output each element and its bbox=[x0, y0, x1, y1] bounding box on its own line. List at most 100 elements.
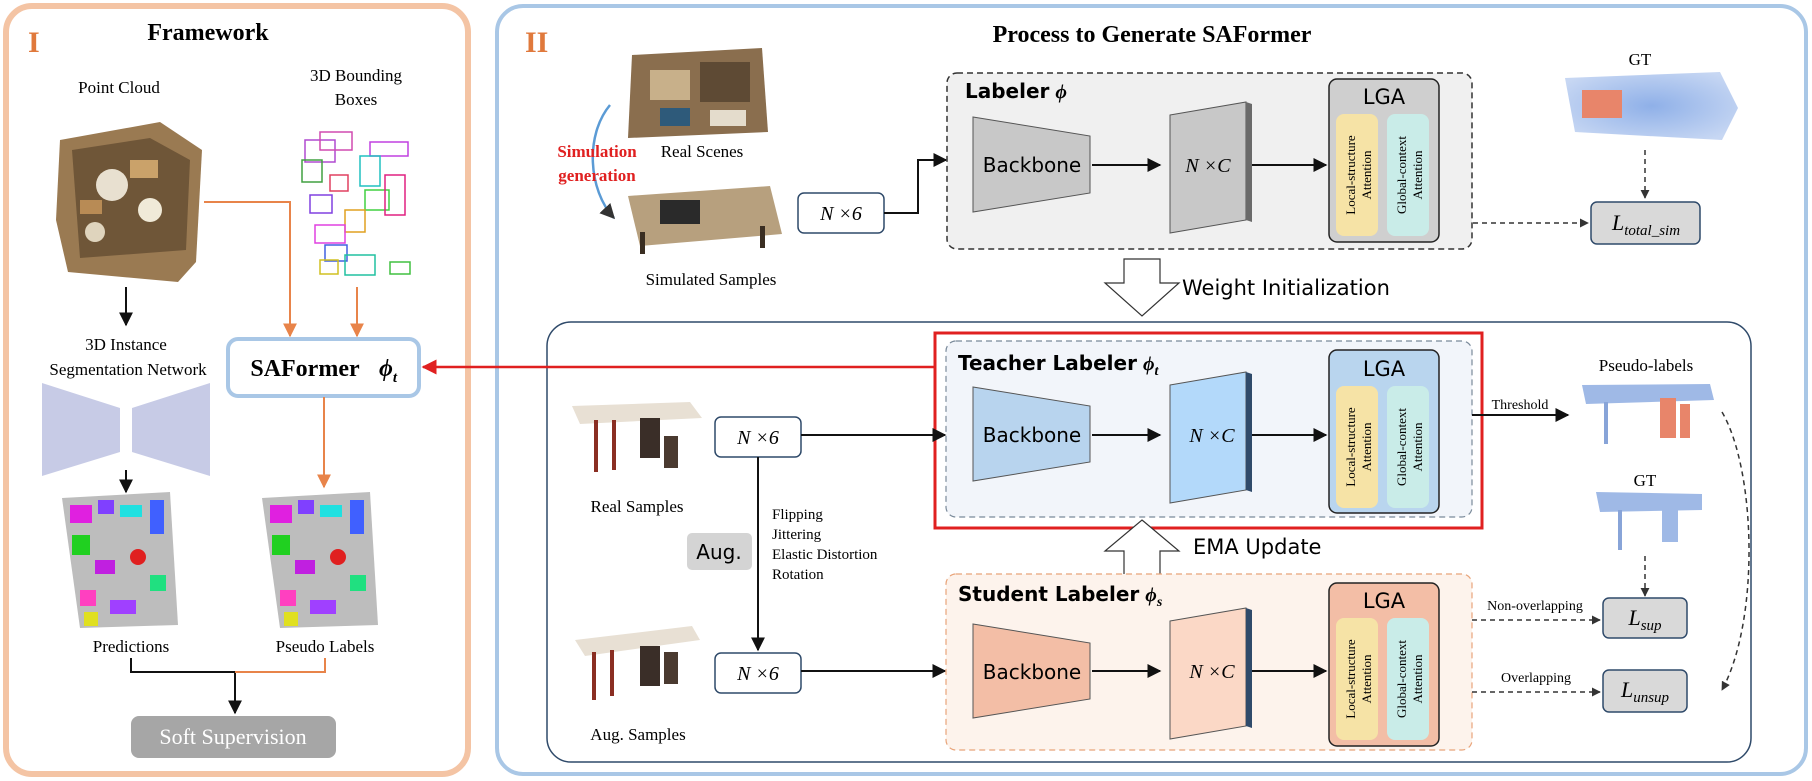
bounding-boxes-image bbox=[301, 131, 411, 276]
pseudo-labels-title: Pseudo-labels bbox=[1599, 356, 1693, 375]
point-cloud-image bbox=[56, 122, 202, 282]
student-nxc-edge bbox=[1246, 608, 1252, 728]
threshold-label: Threshold bbox=[1492, 398, 1549, 413]
loss-unsup-label: Lunsup bbox=[1620, 677, 1670, 706]
process-roman: II bbox=[525, 26, 548, 59]
aug-samples-image bbox=[575, 626, 700, 700]
aug-op-jittering: Jittering bbox=[772, 527, 822, 543]
real-samples-image bbox=[572, 402, 702, 472]
teacher-lga-label: LGA bbox=[1363, 357, 1406, 381]
nx6-label-teacher: N ×6 bbox=[736, 427, 779, 449]
weight-init-arrow bbox=[1103, 258, 1181, 317]
nx6-box-student bbox=[714, 652, 802, 694]
teacher-global-attn-box bbox=[1387, 386, 1429, 508]
ema-update-label: EMA Update bbox=[1193, 535, 1321, 559]
point-cloud-label: Point Cloud bbox=[78, 78, 160, 97]
labeler-local-attn-line1: Local-structure bbox=[1343, 135, 1358, 215]
teacher-nxc-edge bbox=[1246, 372, 1252, 492]
bbox-label-line1: 3D Bounding bbox=[310, 66, 403, 85]
student-backbone-label: Backbone bbox=[983, 660, 1081, 684]
aug-op-flipping: Flipping bbox=[772, 507, 823, 523]
gt-top-label: GT bbox=[1629, 50, 1652, 69]
weight-init-label: Weight Initialization bbox=[1182, 276, 1390, 300]
bbox-label-line2: Boxes bbox=[335, 90, 378, 109]
non-overlapping-label: Non-overlapping bbox=[1487, 599, 1583, 614]
nx6-label-student: N ×6 bbox=[736, 663, 779, 685]
aug-op-elastic: Elastic Distortion bbox=[772, 547, 878, 563]
segmentation-network-icon bbox=[42, 383, 210, 476]
teacher-local-attn-line2: Attention bbox=[1359, 422, 1374, 472]
labeler-global-attn-box bbox=[1387, 114, 1429, 236]
overlapping-label: Overlapping bbox=[1501, 671, 1571, 686]
soft-supervision-box bbox=[131, 716, 336, 758]
teacher-global-attn-line1: Global-context bbox=[1394, 408, 1409, 486]
student-lga-label: LGA bbox=[1363, 589, 1406, 613]
teacher-student-container bbox=[546, 321, 1752, 763]
saformer-symbol: ϕt bbox=[379, 356, 398, 386]
ema-update-arrow bbox=[1103, 519, 1181, 576]
process-panel: II Process to Generate SAFormer Real Sce… bbox=[421, 4, 1808, 776]
simulation-generation-line2: generation bbox=[558, 166, 636, 185]
simulation-generation-line1: Simulation bbox=[557, 142, 637, 161]
student-local-attn-box bbox=[1336, 618, 1378, 740]
soft-supervision-label: Soft Supervision bbox=[159, 724, 306, 749]
gt-mid-label: GT bbox=[1634, 471, 1657, 490]
loss-total-sim-box bbox=[1590, 201, 1701, 245]
teacher-local-attn-line1: Local-structure bbox=[1343, 407, 1358, 487]
real-scenes-image bbox=[628, 48, 768, 138]
loss-total-sim-label: Ltotal_sim bbox=[1611, 210, 1680, 239]
pseudo-labels-cloud-image bbox=[1582, 384, 1714, 444]
gt-mid-image bbox=[1596, 492, 1702, 550]
loss-unsup-box bbox=[1602, 669, 1688, 713]
pseudo-labels-image bbox=[262, 492, 378, 628]
aug-label: Aug. bbox=[696, 540, 741, 564]
student-local-attn-line2: Attention bbox=[1359, 654, 1374, 704]
framework-panel: I Framework Point Cloud 3D Bounding Boxe… bbox=[3, 3, 471, 777]
saformer-box: SAFormer ϕt bbox=[226, 337, 421, 398]
labeler-nxc-edge bbox=[1246, 102, 1252, 222]
network-label-line2: Segmentation Network bbox=[49, 360, 207, 379]
simulated-samples-image bbox=[628, 186, 782, 254]
aug-op-rotation: Rotation bbox=[772, 567, 824, 583]
real-scenes-label: Real Scenes bbox=[661, 142, 744, 161]
nx6-label-sim: N ×6 bbox=[819, 203, 862, 225]
labeler-global-attn-line1: Global-context bbox=[1394, 136, 1409, 214]
real-samples-label: Real Samples bbox=[590, 497, 683, 516]
student-local-attn-line1: Local-structure bbox=[1343, 639, 1358, 719]
teacher-nxc-label: N ×C bbox=[1188, 425, 1235, 447]
network-label-line1: 3D Instance bbox=[85, 335, 167, 354]
process-title: Process to Generate SAFormer bbox=[993, 22, 1312, 48]
arrow-pseudo-to-loss-unsup bbox=[1721, 411, 1750, 691]
framework-roman: I bbox=[28, 26, 40, 59]
labeler-local-attn-box bbox=[1336, 114, 1378, 236]
student-global-attn-box bbox=[1387, 618, 1429, 740]
predictions-image bbox=[62, 492, 178, 628]
teacher-backbone-label: Backbone bbox=[983, 423, 1081, 447]
loss-sup-box bbox=[1602, 597, 1688, 639]
pseudo-labels-label: Pseudo Labels bbox=[276, 637, 375, 656]
student-backbone-shape bbox=[972, 623, 1091, 719]
labeler-backbone-label: Backbone bbox=[983, 153, 1081, 177]
framework-title: Framework bbox=[147, 20, 269, 46]
simulated-samples-label: Simulated Samples bbox=[646, 270, 777, 289]
aug-box bbox=[687, 533, 752, 570]
arrow-pc-to-saformer bbox=[204, 201, 297, 338]
teacher-global-attn-line2: Attention bbox=[1410, 422, 1425, 472]
saformer-label: SAFormer bbox=[250, 356, 360, 382]
labeler-global-attn-line2: Attention bbox=[1410, 150, 1425, 200]
arrow-pseudo-to-soft bbox=[235, 658, 326, 673]
student-nxc-label: N ×C bbox=[1188, 661, 1235, 683]
predictions-label: Predictions bbox=[93, 637, 170, 656]
gt-top-image bbox=[1565, 72, 1738, 140]
aug-samples-label: Aug. Samples bbox=[590, 725, 685, 744]
student-global-attn-line1: Global-context bbox=[1394, 640, 1409, 718]
labeler-local-attn-line2: Attention bbox=[1359, 150, 1374, 200]
